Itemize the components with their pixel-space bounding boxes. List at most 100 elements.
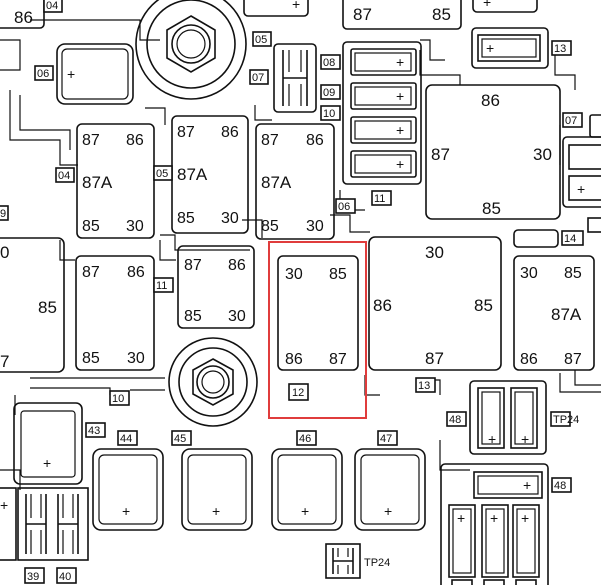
- relay-h: 30 85 87A 86 87: [513, 255, 595, 371]
- h-fuses-39-40: + 39 40: [0, 487, 89, 584]
- svg-text:+: +: [396, 54, 404, 70]
- fuse-45: 47 +: [354, 430, 426, 531]
- svg-text:+: +: [577, 181, 585, 197]
- tag-04: 04: [58, 170, 70, 182]
- pin-87a: 87A: [551, 305, 582, 324]
- tag-12: 12: [292, 387, 304, 399]
- pin-86: 86: [126, 132, 144, 149]
- pin-85: 85: [82, 350, 100, 367]
- relay-left-partial: 0 85 7: [0, 237, 65, 373]
- top-left-relay: 86 04: [0, 0, 63, 29]
- pin-30: 30: [228, 308, 246, 325]
- pin-86: 86: [221, 124, 239, 141]
- svg-text:+: +: [43, 455, 51, 471]
- fuse-06-left: + 06: [34, 43, 134, 105]
- svg-text:+: +: [301, 503, 309, 519]
- fuse-pair-46-47: + + 48 TP24: [446, 380, 579, 455]
- pin-87: 87: [425, 349, 444, 368]
- svg-text:+: +: [396, 156, 404, 172]
- fuse-41: + 43: [13, 402, 106, 485]
- h-fuse-top: 07: [249, 43, 317, 113]
- pin-85: 85: [432, 5, 451, 24]
- svg-text:+: +: [122, 503, 130, 519]
- svg-text:+: +: [212, 503, 220, 519]
- relay-b: 87 86 87A 85 30 05: [153, 115, 249, 234]
- top-bolt: [135, 0, 247, 100]
- pin-30: 30: [425, 243, 444, 262]
- pin-86: 86: [285, 351, 303, 368]
- svg-text:+: +: [0, 497, 8, 513]
- svg-text:+: +: [457, 510, 465, 526]
- pin-85: 85: [564, 265, 582, 282]
- tag-14: 14: [564, 233, 576, 245]
- tag-08: 08: [323, 57, 335, 69]
- tag-07: 07: [252, 72, 264, 84]
- tag-06-relay: 06: [338, 201, 350, 213]
- pin-87a: 87A: [261, 173, 292, 192]
- pin-86: 86: [373, 296, 392, 315]
- svg-text:+: +: [384, 503, 392, 519]
- tag-05: 05: [156, 168, 168, 180]
- pin-30: 30: [285, 266, 303, 283]
- pin-85: 85: [177, 210, 195, 227]
- pin-85: 85: [38, 298, 57, 317]
- pin-87a: 87A: [177, 165, 208, 184]
- plus: +: [67, 66, 75, 82]
- fuse-group-48: + + + + 9 48: [440, 463, 572, 585]
- tag-05: 05: [255, 34, 267, 46]
- relay-top-right: 86 87 30 85: [425, 84, 561, 220]
- svg-text:+: +: [396, 88, 404, 104]
- pin-87: 87: [564, 351, 582, 368]
- pin-86: 86: [481, 91, 500, 110]
- pin-85: 85: [261, 218, 279, 235]
- relay-c: 87 86 87A 85 30 06: [255, 123, 356, 240]
- tag-43: 45: [174, 433, 186, 445]
- tag-44: 46: [299, 433, 311, 445]
- top-right-partial-relay: 87 85: [342, 0, 462, 30]
- svg-text:+: +: [486, 40, 494, 56]
- tag-09: 09: [323, 87, 335, 99]
- relay-f: 30 85 86 87 12: [277, 255, 359, 401]
- relay-a: 87 86 87A 85 30 04: [55, 123, 155, 239]
- fuse-42: 44 +: [92, 430, 164, 531]
- tag-07-right: 07: [565, 115, 577, 127]
- tag-11-top: 11: [374, 193, 385, 205]
- pin-87: 87: [82, 264, 100, 281]
- svg-text:+: +: [490, 510, 498, 526]
- pin-86: 86: [306, 132, 324, 149]
- tag-42: 44: [120, 433, 132, 445]
- svg-text:+: +: [396, 122, 404, 138]
- pin-86: 86: [14, 8, 33, 27]
- tag-46: 48: [449, 414, 461, 426]
- tag-9: 9: [0, 208, 6, 220]
- relay-d: 87 86 85 30 11: [75, 255, 174, 371]
- tag-47: TP24: [553, 414, 579, 426]
- tag-11-mid: 11: [156, 280, 167, 292]
- test-point-tp24: TP24 TP24: [325, 543, 390, 579]
- pin-85: 85: [82, 218, 100, 235]
- tag-41: 43: [88, 425, 100, 437]
- tag-39: 39: [27, 571, 39, 583]
- tag-10-top: 10: [323, 108, 335, 120]
- pin-87: 87: [353, 5, 372, 24]
- pin-30: 30: [306, 218, 324, 235]
- fuse-43: 45 +: [171, 430, 253, 531]
- tag-13: 13: [418, 380, 430, 392]
- svg-text:+: +: [523, 477, 531, 493]
- pin-87: 87: [431, 145, 450, 164]
- pin-87: 87: [329, 351, 347, 368]
- pin-87: 87: [184, 257, 202, 274]
- pin-87a: 87A: [82, 173, 113, 192]
- pin-30: 30: [221, 210, 239, 227]
- pin-85: 85: [482, 199, 501, 218]
- plus-top-right: +: [483, 0, 491, 10]
- pin-86: 86: [228, 257, 246, 274]
- pin-30: 30: [520, 265, 538, 282]
- right-edge-fuses: +: [562, 136, 601, 208]
- tag-10: 10: [112, 393, 124, 405]
- tag-45: 47: [380, 433, 392, 445]
- pin-7: 7: [0, 352, 9, 371]
- pin-86: 86: [127, 264, 145, 281]
- pin-30: 30: [533, 145, 552, 164]
- plus-top-center: +: [292, 0, 300, 12]
